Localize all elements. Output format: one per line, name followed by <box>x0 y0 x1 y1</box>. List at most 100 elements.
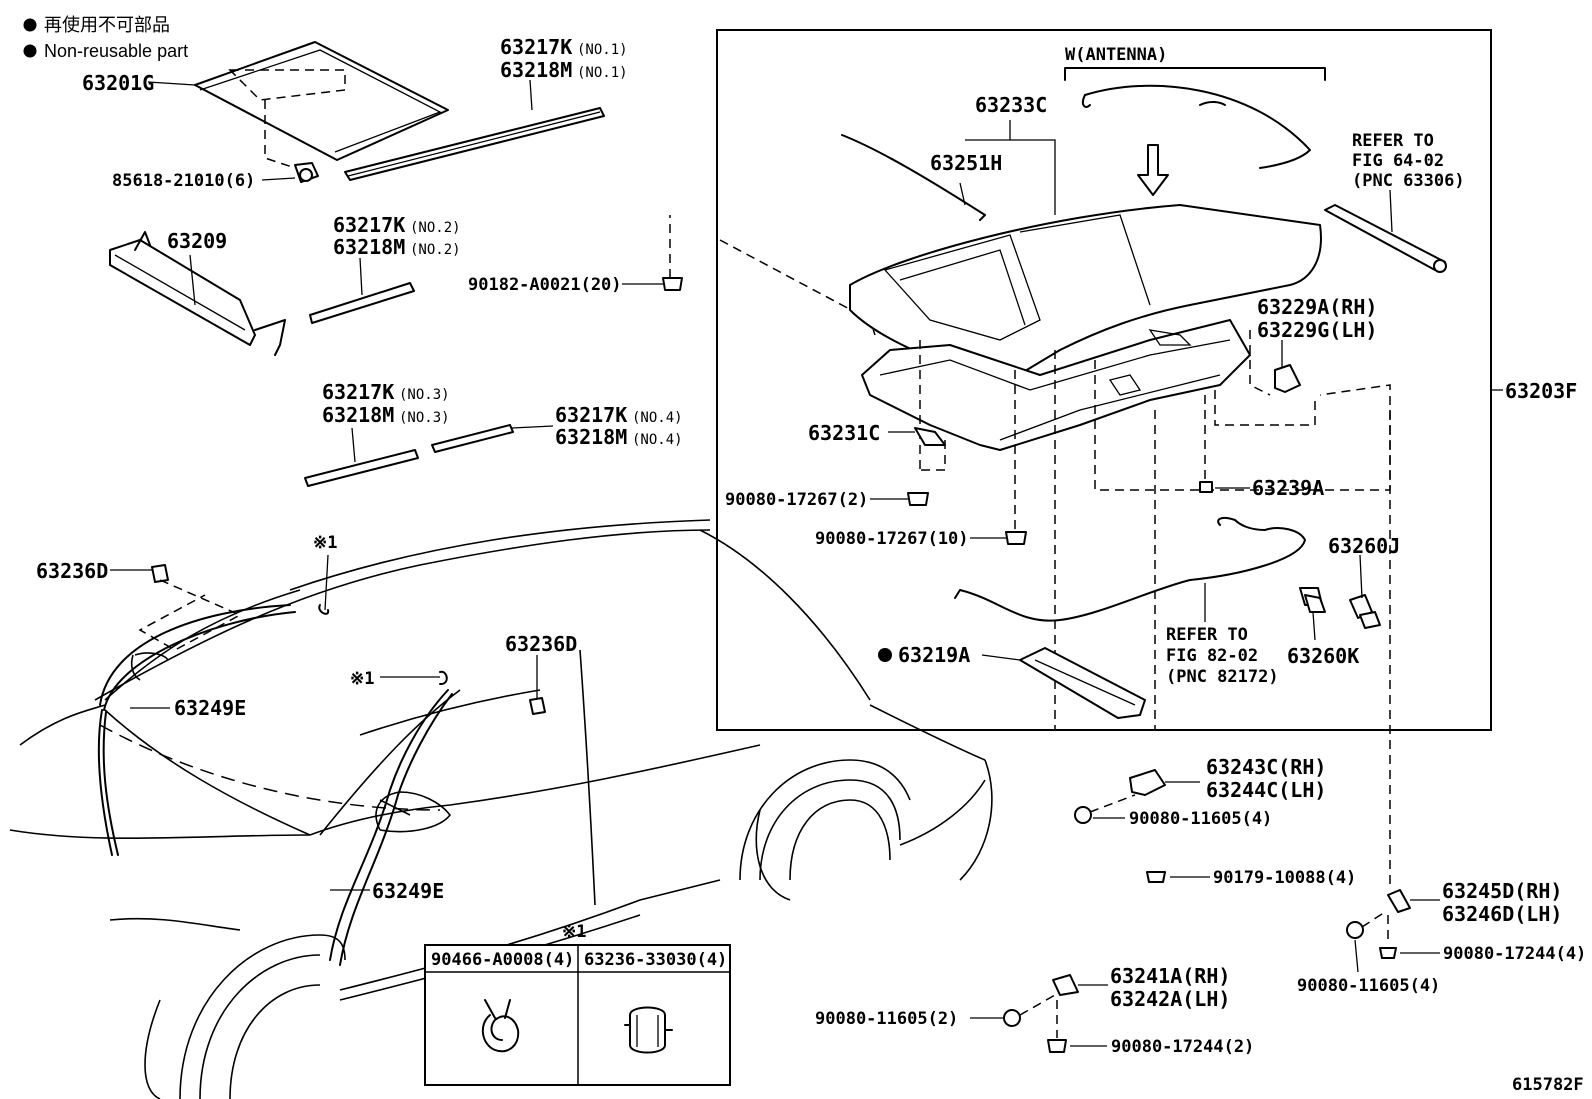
label-63239A: 63239A <box>1252 476 1324 500</box>
label-63236D-b: 63236D <box>505 632 577 656</box>
motor-63260J <box>1349 554 1381 629</box>
panel-63219A <box>981 647 1146 719</box>
roof-molding-no3 <box>304 427 419 487</box>
label-63241A: 63241A(RH) <box>1110 964 1230 988</box>
label-no1-b: (NO.1) <box>577 65 628 81</box>
legend: 再使用不可部品 Non-reusable part <box>23 15 188 61</box>
roof-molding-no2 <box>309 257 415 324</box>
leader-x1-a <box>324 554 329 611</box>
legend-jp-text: 再使用不可部品 <box>44 15 170 35</box>
label-63229G: 63229G(LH) <box>1257 318 1377 342</box>
drain-hose-upper-2 <box>339 693 453 966</box>
roof-molding-no4 <box>431 424 554 453</box>
label-x1-a: ※1 <box>313 533 337 553</box>
label-no2-b: (NO.2) <box>410 242 461 258</box>
label-63203F: 63203F <box>1505 379 1577 403</box>
label-x1-table: ※1 <box>562 922 586 942</box>
label-90080-17244-4: 90080-17244(4) <box>1443 944 1586 964</box>
figure-id: 615782F <box>1512 1075 1584 1095</box>
label-refer1-b: FIG 64-02 <box>1352 151 1444 171</box>
bracket-63243C <box>1129 769 1200 796</box>
label-refer2-a: REFER TO <box>1166 625 1248 645</box>
clip-63236D-a <box>110 564 242 651</box>
label-63219A: 63219A <box>898 643 970 667</box>
label-63251H: 63251H <box>930 151 1002 175</box>
sunroof-assembly-box <box>716 29 1492 731</box>
bracket-63229A <box>1274 340 1301 393</box>
clip-90080-17244-b <box>1047 1000 1107 1053</box>
label-no1-a: (NO.1) <box>577 42 628 58</box>
label-90182: 90182-A0021(20) <box>468 275 622 295</box>
bracket-63241A <box>1052 974 1108 996</box>
clip-63236D-b <box>529 655 546 715</box>
label-63201G: 63201G <box>82 71 154 95</box>
legend-bullet-icon <box>23 44 37 58</box>
sunroof-frame <box>861 319 1251 451</box>
label-90080-11605-4b: 90080-11605(4) <box>1297 976 1440 996</box>
label-no2-a: (NO.2) <box>410 220 461 236</box>
label-63249E-a: 63249E <box>174 696 246 720</box>
label-no3-b: (NO.3) <box>399 410 450 426</box>
label-refer2-c: (PNC 82172) <box>1166 667 1279 687</box>
drain-hose-upper <box>329 689 449 961</box>
label-63217K-no4: 63217K <box>555 403 627 427</box>
clip-85618 <box>261 162 319 183</box>
label-63218M-no4: 63218M <box>555 425 627 449</box>
label-no3-a: (NO.3) <box>399 387 450 403</box>
clip-63239A <box>1199 481 1250 493</box>
fastener-table <box>424 944 731 1086</box>
label-63260K: 63260K <box>1287 644 1359 668</box>
bolt-90080-11605-b <box>1346 911 1386 973</box>
label-x1-b: ※1 <box>350 669 374 689</box>
rear-glass-antenna <box>1081 84 1311 169</box>
label-90080-11605-2: 90080-11605(2) <box>815 1009 958 1029</box>
drain-hose-63249E-a <box>97 604 296 856</box>
table-header-col1: 90466-A0008(4) <box>431 950 574 970</box>
motor-63260K <box>1299 587 1326 641</box>
bracket-63209 <box>109 231 286 356</box>
bracket-63231C <box>888 427 946 446</box>
label-63236D-a: 63236D <box>36 559 108 583</box>
wire-clip-b <box>439 670 448 685</box>
bolt-90080-11605-a <box>1074 794 1136 824</box>
label-refer1-c: (PNC 63306) <box>1352 171 1465 191</box>
label-63233C: 63233C <box>975 93 1047 117</box>
label-63217K-no2: 63217K <box>333 213 405 237</box>
label-90179: 90179-10088(4) <box>1213 868 1356 888</box>
label-63217K-no3: 63217K <box>322 380 394 404</box>
label-63218M-no3: 63218M <box>322 403 394 427</box>
clip-90080-17244-a <box>1379 915 1440 959</box>
leader-63233C <box>965 120 1056 215</box>
nut-90179 <box>1146 871 1210 883</box>
label-63218M-no2: 63218M <box>333 235 405 259</box>
bracket-63245D <box>1387 410 1440 913</box>
clamp-63236-icon <box>624 1006 673 1054</box>
label-no4-b: (NO.4) <box>632 432 683 448</box>
legend-en-text: Non-reusable part <box>44 41 188 61</box>
label-63229A: 63229A(RH) <box>1257 295 1377 319</box>
label-63242A: 63242A(LH) <box>1110 987 1230 1011</box>
label-63209: 63209 <box>167 229 227 253</box>
label-63245D: 63245D(RH) <box>1442 879 1562 903</box>
non-reusable-bullet-icon <box>878 648 892 662</box>
label-63217K-no1: 63217K <box>500 35 572 59</box>
label-refer1-a: REFER TO <box>1352 131 1434 151</box>
table-header-col2: 63236-33030(4) <box>584 950 727 970</box>
clip-90080-17267-b <box>970 531 1027 545</box>
car-body-outline <box>9 519 993 1099</box>
roof-panel-63201G <box>147 41 449 169</box>
label-63260J: 63260J <box>1328 534 1400 558</box>
label-63246D: 63246D(LH) <box>1442 902 1562 926</box>
label-no4-a: (NO.4) <box>632 410 683 426</box>
clip-90182 <box>622 215 683 291</box>
label-90080-17267-10: 90080-17267(10) <box>815 529 969 549</box>
clip-90080-17267-a <box>870 492 929 506</box>
label-refer2-b: FIG 82-02 <box>1166 646 1258 666</box>
label-90080-17244-2: 90080-17244(2) <box>1111 1037 1254 1057</box>
label-85618: 85618-21010(6) <box>112 171 255 191</box>
rail-63306 <box>1324 189 1447 273</box>
wire-clip-a <box>318 604 330 615</box>
label-63218M-no1: 63218M <box>500 58 572 82</box>
label-63231C: 63231C <box>808 421 880 445</box>
